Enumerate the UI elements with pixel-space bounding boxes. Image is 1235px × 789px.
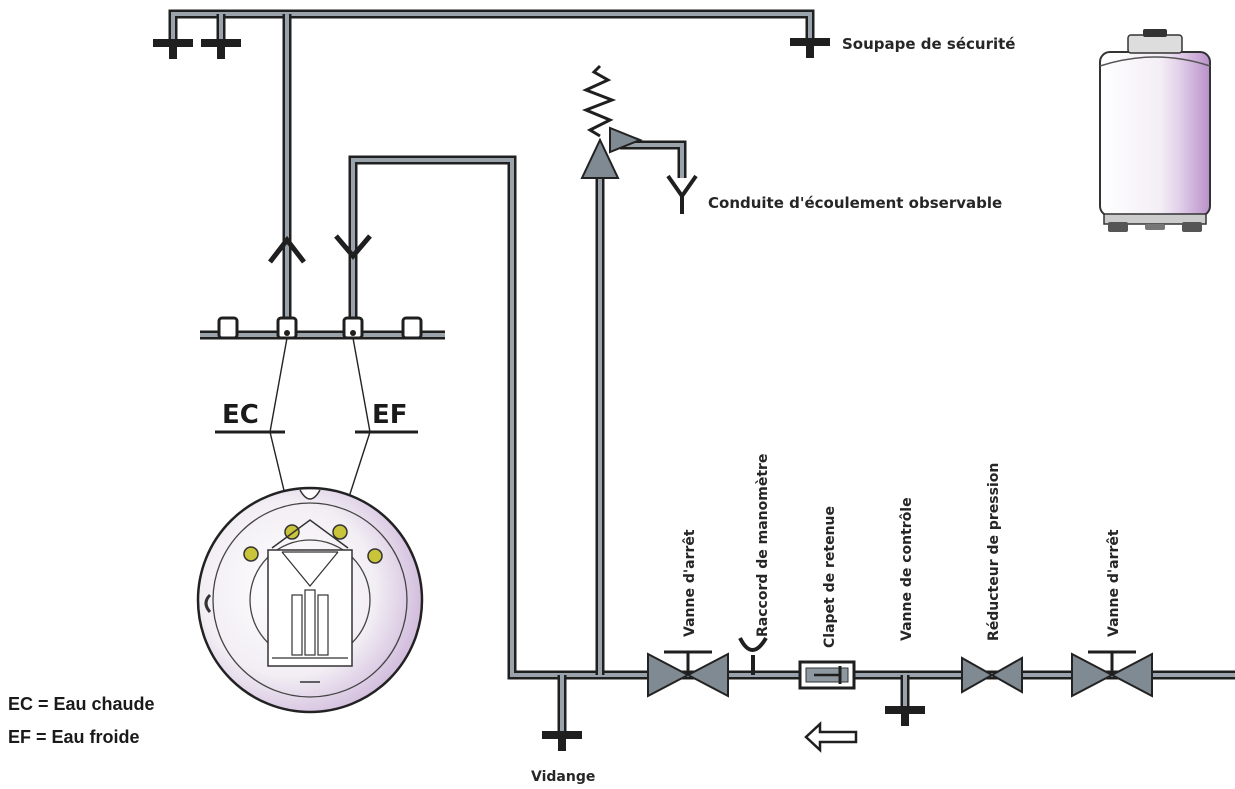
- drain-pipe-label: Conduite d'écoulement observable: [708, 194, 1002, 212]
- hot-flow-arrow: [268, 235, 306, 264]
- flow-direction-arrow-icon: [804, 721, 858, 753]
- pressure-reducer-label: Réducteur de pression: [986, 463, 1002, 641]
- safety-valve-label: Soupape de sécurité: [842, 35, 1015, 53]
- check-valve-label: Clapet de retenue: [822, 506, 838, 648]
- gauge-connection-label: Raccord de manomètre: [755, 454, 771, 637]
- drain-outlet-y: [666, 174, 698, 214]
- drain-label: Vidange: [531, 769, 595, 785]
- pipe-network: [168, 9, 1235, 735]
- cold-code-label: EF: [372, 400, 408, 430]
- shutoff-valve-2: [1071, 650, 1153, 698]
- shutoff-valve-1-label: Vanne d'arrêt: [682, 529, 698, 637]
- gauge-connection: [738, 636, 768, 652]
- relief-valve: [580, 64, 643, 179]
- safety-valve-fitting: [790, 38, 830, 58]
- cold-flow-arrow: [334, 234, 372, 260]
- drain-fitting: [542, 731, 582, 751]
- cap-fitting: [201, 39, 241, 59]
- control-valve-label: Vanne de contrôle: [899, 497, 915, 641]
- legend-cold-water: EF = Eau froide: [8, 727, 140, 747]
- cap-fitting: [153, 39, 193, 59]
- legend-hot-water: EC = Eau chaude: [8, 694, 155, 714]
- shutoff-valve-2-label: Vanne d'arrêt: [1106, 529, 1122, 637]
- check-valve: [798, 660, 856, 690]
- pressure-reducer: [961, 656, 1023, 694]
- control-valve-fitting: [885, 706, 925, 726]
- shutoff-valve-1: [647, 650, 729, 698]
- hot-code-label: EC: [222, 400, 259, 430]
- heater-top-view-icon: [196, 486, 424, 714]
- water-heater-icon: [1099, 29, 1211, 232]
